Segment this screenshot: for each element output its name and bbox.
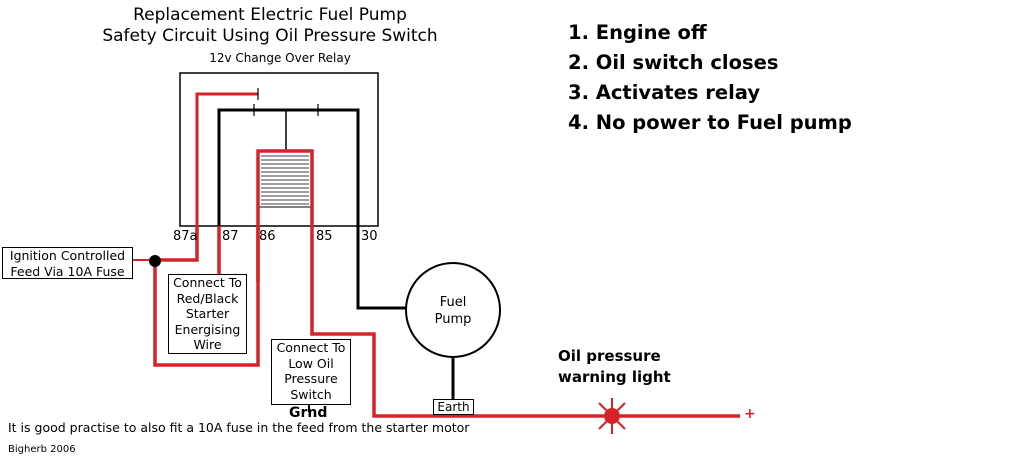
title-line-1: Replacement Electric Fuel Pump <box>133 5 407 25</box>
starter-line-3: Starter <box>185 306 230 321</box>
step-1: 1. Engine off <box>568 21 707 44</box>
wire-feed-loop <box>153 260 260 367</box>
junction-dot <box>149 255 161 267</box>
starter-line-4: Energising <box>174 321 241 337</box>
starter-line-2: Red/Black <box>176 290 239 306</box>
plus-terminal-label: + <box>744 406 756 422</box>
wire-87-internal <box>217 108 360 226</box>
footer-note: It is good practise to also fit a 10A fu… <box>8 420 470 435</box>
warning-light-label: Oil pressure warning light <box>558 346 671 388</box>
oil-switch-box: Connect To Low Oil Pressure Switch <box>271 339 351 405</box>
ignition-feed-box: Ignition Controlled Feed Via 10A Fuse <box>2 247 133 279</box>
ignition-feed-line-1: Ignition Controlled <box>9 248 126 263</box>
pin-87-label: 87 <box>222 229 239 244</box>
wire-30-to-pump <box>356 226 406 310</box>
starter-line-5: Wire <box>193 337 222 352</box>
warning-light-line-1: Oil pressure <box>558 347 661 365</box>
coil-wire <box>256 149 314 282</box>
pin-86-label: 86 <box>259 229 276 244</box>
oil-switch-line-3: Pressure <box>284 371 338 386</box>
step-2: 2. Oil switch closes <box>568 51 779 74</box>
credit: Bigherb 2006 <box>8 444 76 455</box>
relay-housing <box>179 72 379 227</box>
oil-switch-line-4: Switch <box>290 386 332 402</box>
pin-85-label: 85 <box>316 229 333 244</box>
fuel-pump-line-1: Fuel <box>439 295 467 310</box>
grnd-label: Grnd <box>289 405 328 421</box>
wire-87a-to-feed <box>155 226 199 262</box>
oil-switch-line-1: Connect To <box>276 340 346 355</box>
fuel-pump-circle <box>405 262 501 358</box>
pin-30-label: 30 <box>361 229 378 244</box>
step-4: 4. No power to Fuel pump <box>568 111 852 134</box>
relay-coil <box>258 150 312 208</box>
ignition-feed-line-2: Feed Via 10A Fuse <box>10 263 125 279</box>
relay-caption: 12v Change Over Relay <box>209 51 351 65</box>
wire-87a-internal <box>195 92 258 226</box>
pin-87a-label: 87a <box>173 229 198 244</box>
fuel-pump-label: Fuel Pump <box>406 294 500 328</box>
warning-light-line-2: warning light <box>558 368 671 386</box>
starter-wire-box: Connect To Red/Black Starter Energising … <box>168 274 247 354</box>
coil-windings <box>261 155 309 205</box>
step-3: 3. Activates relay <box>568 81 761 104</box>
starter-line-1: Connect To <box>173 275 242 290</box>
earth-box: Earth <box>433 399 474 415</box>
oil-switch-line-2: Low Oil <box>288 355 334 371</box>
wire-85-to-warning <box>310 226 604 418</box>
fuel-pump-line-2: Pump <box>434 312 472 327</box>
steps-list: 1. Engine off 2. Oil switch closes 3. Ac… <box>568 18 852 138</box>
warning-light-icon <box>594 398 630 434</box>
title-line-2: Safety Circuit Using Oil Pressure Switch <box>102 26 438 46</box>
